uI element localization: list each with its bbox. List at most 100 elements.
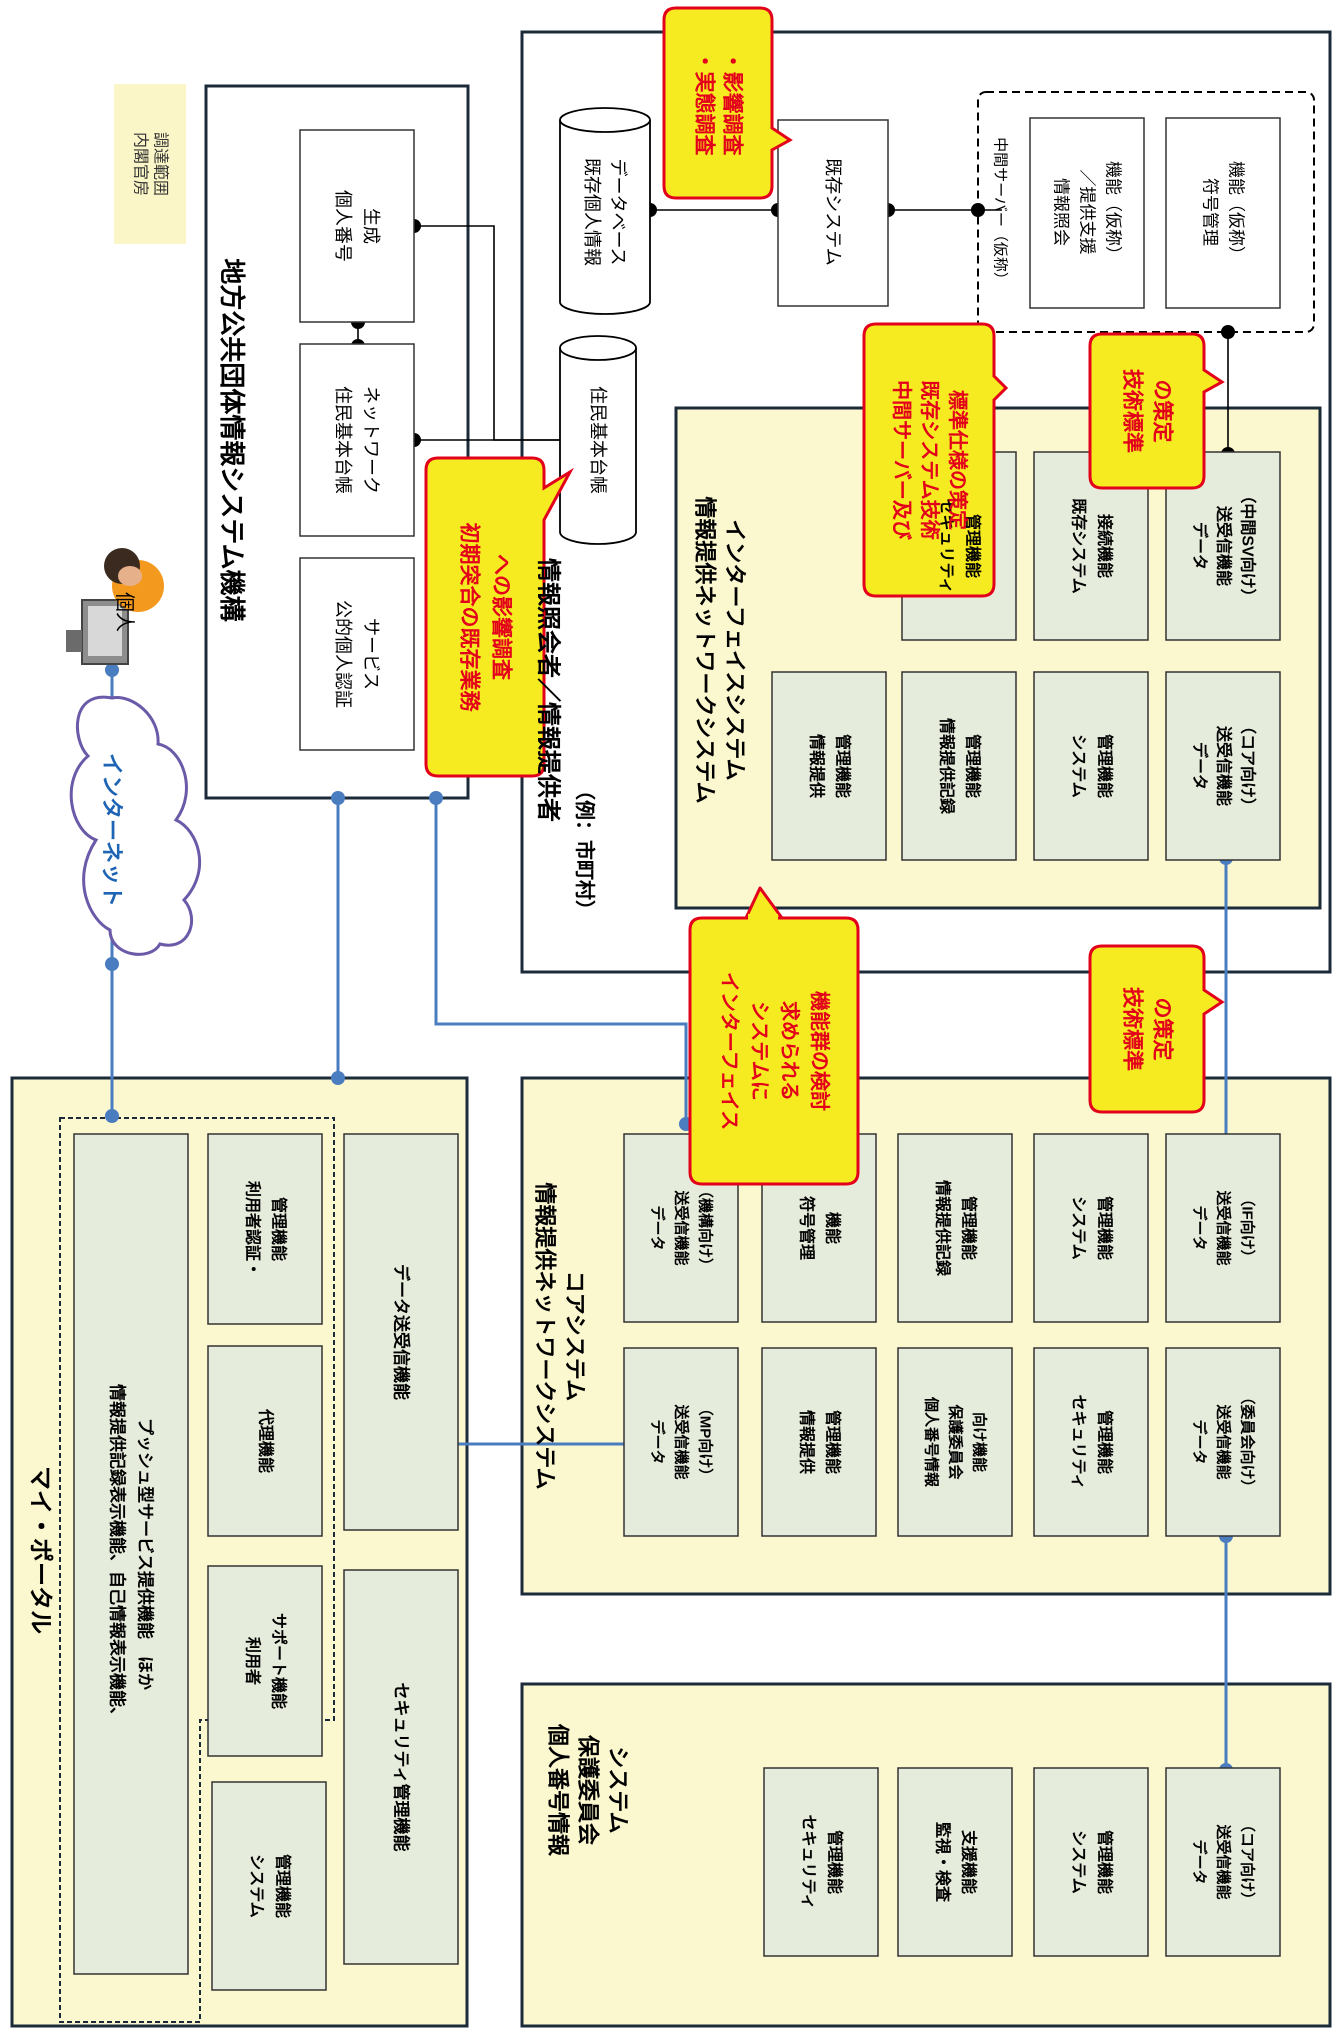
if-cell-existing-connect-line: 既存システム: [1070, 498, 1089, 594]
internet-label-line: インターネット: [100, 753, 125, 907]
if-cell-security: セキュリティ管理機能: [938, 498, 983, 593]
committee-cell-audit-line: 監視・検査: [934, 1822, 953, 1902]
existing-system-label: 既存システム: [823, 158, 843, 265]
portal-security: セキュリティ管理機能: [392, 1683, 412, 1852]
portal-system-mgmt-line: 管理機能: [274, 1854, 293, 1918]
core-cell-committee-func-line: 個人番号情報: [923, 1396, 941, 1488]
if-cell-data-mid-line: （中間SV向け）: [1239, 487, 1258, 604]
if-cell-data-mid: データ送受信機能 （中間SV向け）: [1191, 487, 1258, 604]
portal-dashed-group: [59, 1117, 335, 2023]
if-cell-existing-connect: 既存システム接続機能: [1070, 498, 1115, 594]
existing-db-label: 既存個人情報データベース: [582, 158, 628, 266]
number-gen-label-line: 生成: [361, 208, 381, 244]
core-title: 情報提供ネットワークシステムコアシステム: [533, 1182, 588, 1489]
if-cell-record-mgmt: 情報提供記録管理機能: [938, 718, 983, 815]
juki-db-label: 住民基本台帳: [588, 386, 608, 494]
local-gov-title-line: 地方公共団体情報システム機構: [217, 258, 247, 621]
mid-func1-label-line: 機能（仮称）: [1104, 161, 1123, 263]
mid-func1-label-line: 情報照会: [1052, 178, 1071, 246]
committee-cell-system-mgmt-line: システム: [1070, 1830, 1087, 1894]
if-cell-existing-connect-line: 接続機能: [1096, 514, 1115, 578]
juki-net-label-line: ネットワーク: [361, 386, 381, 494]
if-cell-data-core-line: 送受信機能: [1215, 725, 1234, 806]
callout-tech-std-top-text-line: の策定: [1151, 380, 1175, 443]
core-cell-data-kikou-line: 送受信機能: [673, 1189, 691, 1265]
scope-note-text-line: 調達範囲: [152, 132, 170, 196]
if-cell-data-mid-line: データ: [1191, 522, 1210, 570]
core-cell-committee-func-line: 向け機能: [971, 1412, 989, 1472]
core-cell-data-kikou-line: データ: [649, 1205, 667, 1250]
core-cell-data-if-line: データ: [1191, 1205, 1209, 1250]
committee-title: 個人番号情報保護委員会システム: [546, 1723, 631, 1857]
committee-title-line: システム: [606, 1746, 631, 1833]
portal-user-support-line: サポート機能: [270, 1613, 289, 1709]
if-cell-security-line: 管理機能: [964, 514, 983, 578]
callout-impact-text: 初期突合の既存業務への影響調査: [458, 523, 514, 713]
local-gov-title: 地方公共団体情報システム機構: [217, 258, 247, 621]
committee-cell-system-mgmt: システム管理機能: [1070, 1830, 1115, 1894]
if-cell-system-mgmt-line: 管理機能: [1096, 734, 1115, 798]
portal-main-label-line: 情報提供記録表示機能、自己情報表示機能、: [108, 1384, 128, 1724]
if-cell-info-mgmt-line: 情報提供: [808, 734, 827, 798]
core-cell-committee-func-line: 保護委員会: [947, 1403, 965, 1479]
callout-tech-std-top-text-line: 技術標準: [1121, 369, 1145, 453]
existing-db-cylinder: [559, 107, 651, 315]
my-portal-title-line: マイ・ポータル: [27, 1466, 55, 1634]
core-cell-record-mgmt: 情報提供記録管理機能: [934, 1180, 979, 1277]
mid-func2-box: [1165, 117, 1281, 309]
portal-main-label-line: プッシュ型サービス提供機能 ほか: [136, 1418, 156, 1690]
core-cell-data-if: データ送受信機能（IF向け）: [1191, 1189, 1257, 1265]
core-cell-security-line: 管理機能: [1096, 1410, 1115, 1474]
callout-mid-server-text-line: 標準仕様の策定: [946, 390, 970, 530]
callout-mid-server-text: 中間サーバー及び既存システム技術標準仕様の策定: [890, 380, 970, 541]
municipality-title-line: 情報照会者／情報提供者: [535, 558, 563, 822]
committee-cell-security-line: 管理機能: [826, 1830, 845, 1894]
if-cell-system-mgmt: システム管理機能: [1070, 734, 1115, 798]
portal-security-line: セキュリティ管理機能: [392, 1683, 412, 1852]
diagram-text: 内閣官房調達範囲個人インターネット 地方公共団体情報システム機構公的個人認証サービ…: [27, 51, 1258, 1919]
callout-impact-text-line: への影響調査: [490, 554, 514, 680]
jpki-label-line: 公的個人認証: [333, 600, 353, 708]
portal-proxy-line: 代理機能: [257, 1408, 276, 1473]
callout-survey-text-line: ・実態調査: [693, 51, 717, 156]
mid-func2-label-line: 機能（仮称）: [1227, 161, 1246, 263]
jpki-label-line: サービス: [361, 618, 381, 690]
if-cell-data-core-line: データ: [1191, 742, 1210, 790]
core-cell-data-committee-line: 送受信機能: [1215, 1403, 1233, 1479]
if-cell-info-mgmt: 情報提供管理機能: [808, 734, 853, 798]
scope-note-text: 内閣官房調達範囲: [132, 132, 170, 196]
committee-cell-data-core-line: 送受信機能: [1215, 1823, 1233, 1899]
existing-db-label-line: 既存個人情報: [582, 158, 602, 266]
callout-mid-server-spec: [862, 322, 1009, 598]
callout-survey-text-line: ・影響調査: [721, 51, 745, 156]
mid-server-label: 中間サーバー（仮称）: [992, 137, 1009, 287]
core-title-line: 情報提供ネットワークシステム: [533, 1182, 558, 1489]
committee-cell-data-core: データ送受信機能（コア向け）: [1191, 1817, 1257, 1907]
portal-user-auth-line: 利用者認証・: [244, 1181, 263, 1277]
mid-server-label-line: 中間サーバー（仮称）: [992, 137, 1009, 287]
committee-title-line: 保護委員会: [576, 1734, 601, 1845]
callout-tech-std-bottom-text-line: 技術標準: [1121, 987, 1145, 1071]
core-cell-info-mgmt-line: 情報提供: [798, 1410, 817, 1474]
callout-interface-text-line: 求められる: [778, 1001, 801, 1101]
internet-label: インターネット: [100, 753, 125, 907]
core-cell-record-mgmt-line: 情報提供記録: [934, 1180, 953, 1277]
individual-label-line: 個人: [113, 592, 136, 632]
existing-db-label-line: データベース: [608, 158, 628, 265]
core-cell-code-mgmt-line: 符号管理: [798, 1196, 817, 1260]
mid-func1-box: [1029, 117, 1145, 309]
municipality-title: 情報照会者／情報提供者: [535, 558, 563, 822]
core-cell-data-committee: データ送受信機能（委員会向け）: [1191, 1389, 1257, 1494]
core-cell-committee-func: 個人番号情報保護委員会向け機能: [923, 1396, 989, 1488]
callout-interface-text-line: インターフェイス: [718, 972, 741, 1130]
portal-user-support-line: 利用者: [244, 1637, 263, 1685]
core-cell-code-mgmt-line: 機能: [824, 1212, 843, 1244]
core-cell-security-line: セキュリティ: [1070, 1394, 1087, 1489]
callout-interface-text-line: システムに: [748, 1001, 770, 1100]
if-cell-record-mgmt-line: 情報提供記録: [938, 718, 957, 815]
existing-system-label-line: 既存システム: [823, 158, 843, 265]
if-cell-data-mid-line: 送受信機能: [1215, 505, 1234, 586]
jpki-label: 公的個人認証サービス: [333, 600, 381, 708]
core-cell-info-mgmt-line: 管理機能: [824, 1410, 843, 1474]
core-cell-security: セキュリティ管理機能: [1070, 1394, 1115, 1489]
